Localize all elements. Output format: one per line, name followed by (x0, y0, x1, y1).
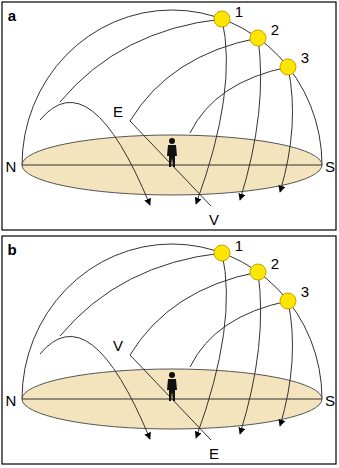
direction-letter: S (325, 393, 335, 408)
direction-letter: V (209, 212, 219, 227)
direction-letter: N (6, 159, 17, 174)
callout-number: 2 (271, 256, 279, 271)
direction-letter: E (113, 104, 123, 119)
direction-letter: N (6, 393, 17, 408)
direction-letter: E (209, 446, 219, 461)
direction-letter: V (113, 338, 123, 353)
panel-letter: b (7, 242, 16, 257)
callout-number: 3 (301, 50, 309, 65)
direction-letter: S (325, 159, 335, 174)
callout-number: 2 (271, 22, 279, 37)
callout-number: 1 (235, 4, 243, 19)
callout-number: 3 (301, 284, 309, 299)
panel-a (2, 2, 336, 230)
panel-b (2, 236, 336, 464)
callout-number: 1 (235, 238, 243, 253)
panel-letter: a (8, 8, 16, 23)
